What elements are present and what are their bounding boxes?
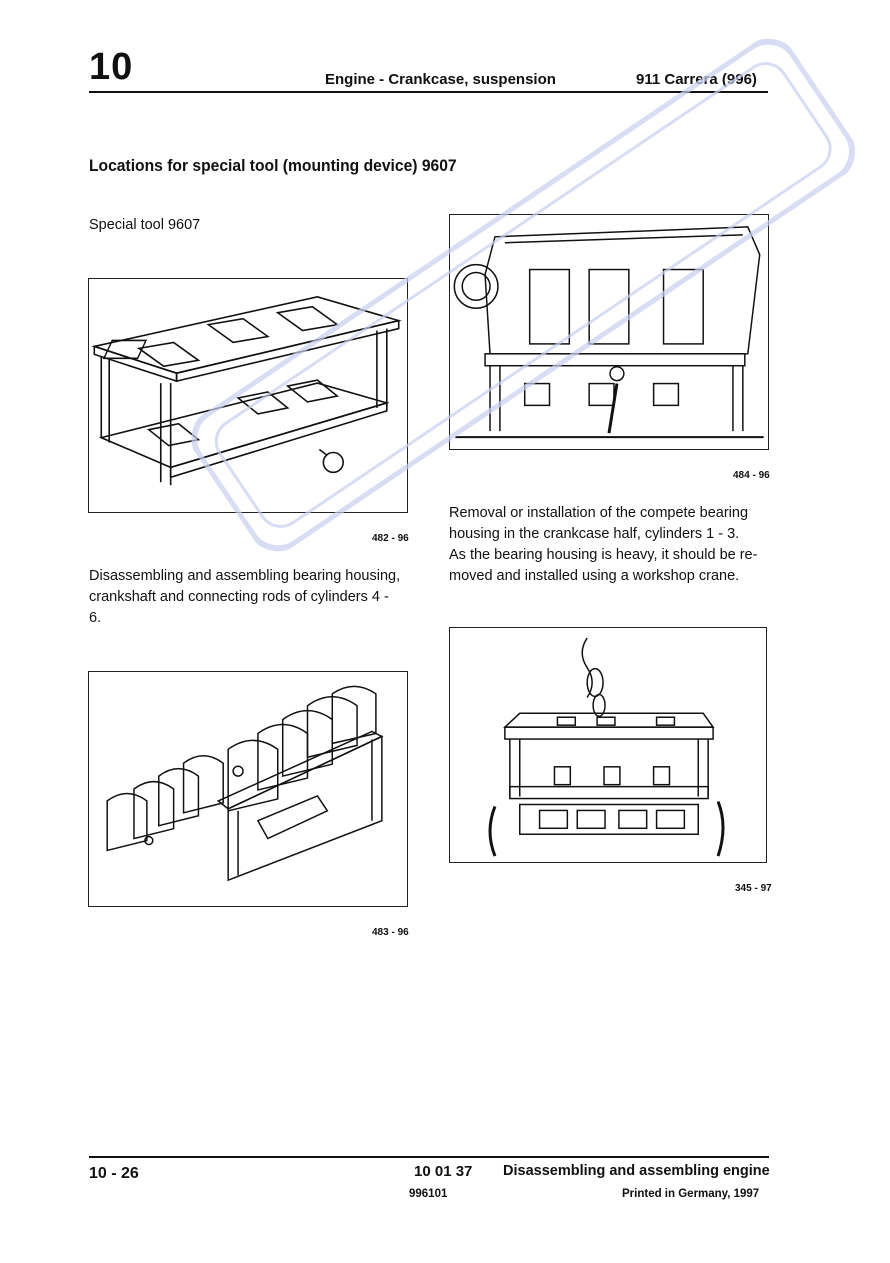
paragraph-line: crankshaft and connecting rods of cylind… (89, 589, 389, 605)
paragraph-line: As the bearing housing is heavy, it shou… (449, 547, 758, 563)
bearing-housing-illustration (106, 685, 384, 882)
crane-lifting-illustration (488, 637, 725, 857)
crankcase-on-mount-illustration (453, 226, 764, 439)
mounting-frame-illustration (91, 296, 402, 486)
page-number: 10 - 26 (89, 1165, 139, 1182)
figure-number: 345 - 97 (735, 883, 772, 894)
footer-doc-number: 996101 (409, 1188, 448, 1200)
paragraph-line: Disassembling and assembling bearing hou… (89, 568, 401, 584)
figure-482-96 (88, 278, 408, 513)
page-title: Locations for special tool (mounting dev… (89, 156, 457, 175)
paragraph-line: Removal or installation of the compete b… (449, 505, 749, 521)
header-rule (89, 91, 768, 93)
chapter-number: 10 (89, 46, 134, 88)
figure-number: 483 - 96 (372, 927, 409, 938)
footer-description: Disassembling and assembling engine (503, 1163, 770, 1179)
paragraph-line: 6. (89, 610, 102, 626)
figure-483-96 (88, 671, 408, 907)
intro-text: Special tool 9607 (89, 217, 201, 233)
figure-number: 484 - 96 (733, 470, 770, 481)
footer-printed: Printed in Germany, 1997 (622, 1188, 760, 1200)
figure-number: 482 - 96 (372, 533, 409, 544)
footer-rule (89, 1156, 769, 1158)
figure-484-96 (449, 214, 769, 450)
paragraph-line: housing in the crankcase half, cylinders… (449, 526, 740, 542)
header-model: 911 Carrera (996) (636, 71, 757, 88)
header-section: Engine - Crankcase, suspension (325, 71, 556, 88)
figure-345-97 (449, 627, 767, 863)
footer-code: 10 01 37 (414, 1163, 473, 1180)
paragraph-line: moved and installed using a workshop cra… (449, 568, 740, 584)
